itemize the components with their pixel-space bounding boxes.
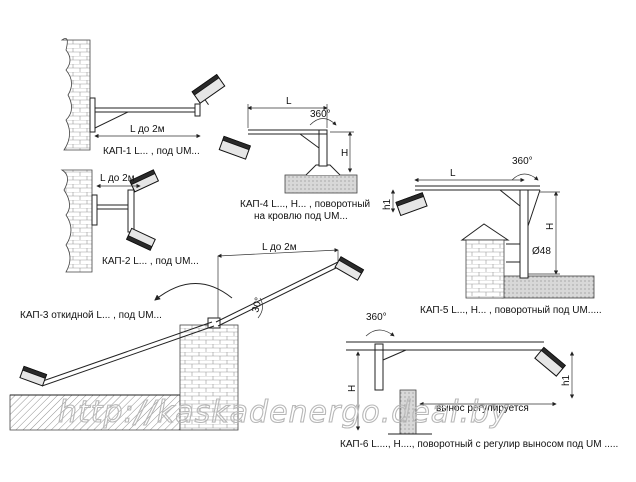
- kap6-dim-h-label: H: [347, 385, 358, 392]
- kap2-dim-label: L до 2м: [100, 173, 135, 184]
- kap1-arm: [95, 107, 195, 113]
- kap5-dim-l-label: L: [450, 168, 456, 179]
- kap4-dim-l-label: L: [286, 96, 292, 107]
- kap6-brace: [382, 349, 407, 361]
- kap2-caption: КАП-2 L... , под UM...: [102, 256, 199, 267]
- kap4-caption-line2: на кровлю под UM...: [254, 211, 348, 222]
- kap2-floodlight-bottom: [125, 227, 156, 251]
- kap2-wall: [60, 169, 93, 273]
- kap4-caption-line1: КАП-4 L..., H... , поворотный: [240, 199, 370, 210]
- kap3-rotate-arrow: [154, 283, 233, 301]
- kap5-clamps: [506, 243, 520, 263]
- kap4-figure: 360° L H КАП-4 L..., H... , поворотный н…: [218, 96, 370, 222]
- kap6-caption: КАП-6 L...., H...., поворотный с регулир…: [340, 439, 618, 450]
- kap1-bracket: [194, 103, 201, 117]
- kap4-mast: [318, 129, 328, 167]
- kap4-arm: [248, 129, 327, 135]
- kap6-arm: [346, 341, 544, 351]
- kap6-figure: 360° H h1 вынос регулируется КАП-6 L....…: [340, 312, 618, 450]
- kap5-rot-arc: [511, 173, 539, 181]
- kap3-figure: L до 2м 30° КАП-3 откидной L... , под UM…: [9, 242, 365, 431]
- kap5-dim-h-ext: [528, 191, 560, 275]
- kap1-plate: [89, 97, 96, 133]
- kap5-brace: [499, 189, 541, 227]
- kap6-floodlight: [534, 346, 567, 377]
- kap5-dim-h-label: H: [545, 223, 556, 230]
- kap2-figure: L до 2м КАП-2 L... , под UM...: [60, 169, 199, 273]
- kap5-diam-label: Ø48: [532, 246, 551, 257]
- kap3-building: [179, 324, 239, 431]
- kap5-dim-h1-label: h1: [382, 198, 393, 210]
- kap4-dim-h-label: H: [341, 148, 348, 159]
- kap1-floodlight: [191, 73, 226, 105]
- kap3-angle-arc: [257, 297, 263, 319]
- kap6-rot-label: 360°: [366, 312, 387, 323]
- kap3-dim-label: L до 2м: [262, 242, 297, 253]
- kap3-arm-upper: [215, 261, 341, 327]
- kap6-note: вынос регулируется: [436, 403, 529, 414]
- kap5-roof: [501, 275, 595, 299]
- kap4-rot-label: 360°: [310, 109, 331, 120]
- kap5-chimney: [465, 239, 505, 299]
- kap1-wall: [60, 37, 91, 151]
- kap5-rot-label: 360°: [512, 156, 533, 167]
- kap1-brace: [94, 111, 129, 129]
- watermark: http://kaskadenergo.deal.by: [58, 395, 509, 430]
- kap4-dim-l-ext: [247, 104, 328, 128]
- kap5-mast: [519, 189, 529, 279]
- kap4-brace: [299, 133, 320, 149]
- kap2-arm: [97, 204, 128, 210]
- kap3-caption: КАП-3 откидной L... , под UM...: [20, 310, 162, 321]
- kap3-angle-label: 30°: [250, 296, 265, 313]
- kap6-rot-arc: [365, 329, 395, 337]
- kap3-floodlight-left: [19, 365, 48, 387]
- kap5-caption: КАП-5 L..., H... , поворотный под UM....…: [420, 305, 602, 316]
- kap1-figure: L до 2м КАП-1 L... , под UM...: [60, 37, 226, 157]
- kap4-rot-arc: [309, 118, 337, 126]
- kap1-dim-label: L до 2м: [130, 124, 165, 135]
- kap4-roof: [284, 174, 358, 194]
- kap3-arm-lower: [39, 321, 215, 387]
- kap4-floodlight: [218, 135, 252, 160]
- kap5-floodlight: [395, 192, 428, 217]
- kap3-dim-ext: [217, 250, 339, 318]
- kap6-dim-h1-label: h1: [561, 374, 572, 386]
- kap5-chimney-cap: [460, 223, 510, 241]
- kap3-floodlight-right: [334, 256, 365, 281]
- kap5-arm: [415, 185, 540, 191]
- kap5-figure: 360° L h1 H Ø48 КАП-5 L..., H... , повор…: [382, 156, 602, 316]
- kap1-caption: КАП-1 L... , под UM...: [103, 146, 200, 157]
- kap3-dim-line: [217, 248, 339, 258]
- kap6-mast: [374, 343, 384, 391]
- kap2-post: [127, 189, 135, 233]
- kap2-plate: [91, 194, 98, 226]
